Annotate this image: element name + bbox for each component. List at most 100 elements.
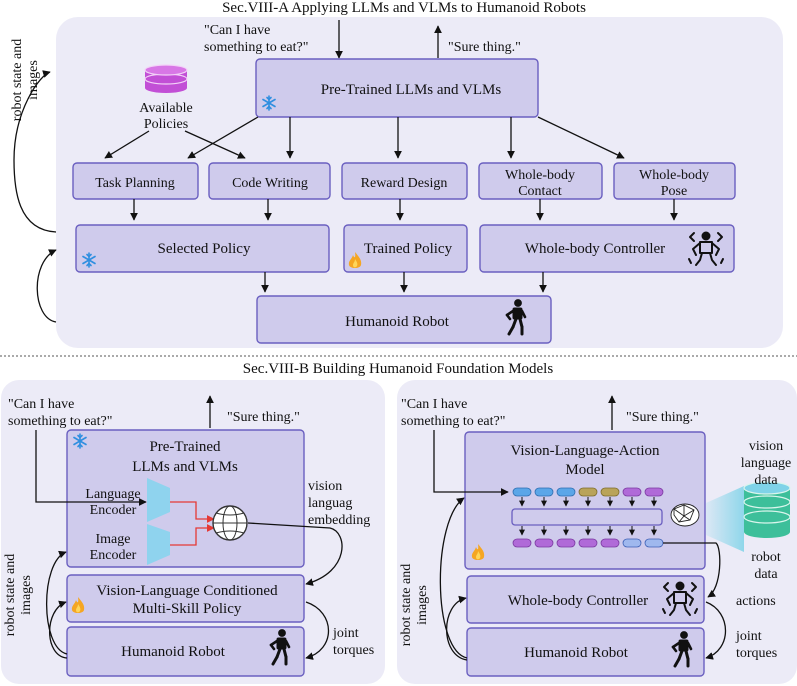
data-beam	[706, 486, 744, 552]
output-token-arrows	[519, 526, 657, 536]
svg-text:robot state and: robot state and	[10, 39, 25, 121]
bl-img-embed-line	[170, 524, 215, 546]
bl-embedding-arrow	[247, 522, 343, 586]
bl-policy-line2: Multi-Skill Policy	[133, 601, 242, 617]
selected-policy-label: Selected Policy	[158, 241, 251, 257]
wb-contact-line1: Whole-body	[505, 168, 575, 183]
a-prompt-line1: "Can I have	[204, 23, 270, 38]
trained-policy-box	[343, 224, 468, 273]
br-controller-box	[466, 575, 705, 624]
input-token-arrows	[519, 497, 657, 507]
section-b-title: Sec.VIII-B Building Humanoid Foundation …	[243, 361, 554, 377]
task-planning-box	[72, 162, 199, 200]
bl-prompt-arrow	[35, 430, 147, 506]
reward-design-label: Reward Design	[361, 176, 448, 191]
globe-icon	[212, 505, 248, 541]
available-policies-line1: Available	[139, 101, 192, 116]
bl-reply: "Sure thing."	[227, 410, 300, 425]
br-prompt-arrow	[433, 430, 509, 496]
bl-joint-line1: joint	[332, 626, 359, 641]
br-side-label: robot state and images	[399, 564, 430, 646]
selected-policy-box	[75, 224, 330, 273]
embedding-line1: vision	[308, 479, 342, 494]
bl-policy-box	[66, 574, 305, 623]
network-icon	[670, 503, 700, 527]
code-writing-box	[208, 162, 331, 200]
svg-text:robot state and: robot state and	[399, 564, 414, 646]
br-controller-label: Whole-body Controller	[508, 593, 648, 609]
a-humanoid-label: Humanoid Robot	[345, 314, 450, 330]
wb-controller-box	[479, 224, 735, 273]
data-line1: vision	[749, 439, 783, 454]
a-llm-label: Pre-Trained LLMs and VLMs	[321, 82, 502, 98]
bl-lang-embed-line	[170, 501, 215, 523]
robot-data-line2: data	[754, 567, 778, 582]
svg-text:images: images	[26, 60, 41, 100]
bl-feedback-arrow-top	[45, 550, 68, 655]
section-a-title: Sec.VIII-A Applying LLMs and VLMs to Hum…	[222, 0, 586, 16]
vla-box	[464, 431, 706, 570]
br-prompt-line1: "Can I have	[401, 397, 467, 412]
a-reply: "Sure thing."	[448, 40, 521, 55]
bl-torque-arrow	[305, 601, 329, 660]
vla-line1: Vision-Language-Action	[510, 443, 660, 459]
wb-pose-line2: Pose	[661, 184, 687, 199]
bl-prompt-line2: something to eat?"	[8, 414, 112, 429]
br-action-token-arrow	[663, 542, 721, 598]
a-prompt-line2: something to eat?"	[204, 40, 308, 55]
img-encoder-line2: Encoder	[90, 548, 137, 563]
transformer-bar	[511, 508, 663, 526]
trained-policy-label: Trained Policy	[364, 241, 453, 257]
bl-humanoid-label: Humanoid Robot	[121, 644, 226, 660]
robot-data-line1: robot	[751, 550, 781, 565]
output-tokens	[512, 538, 664, 548]
reward-design-box	[341, 162, 468, 200]
lang-encoder-line1: Language	[85, 487, 140, 502]
svg-text:images: images	[415, 585, 430, 625]
bl-joint-line2: torques	[333, 643, 374, 658]
data-line3: data	[754, 473, 778, 488]
bl-llm-line2: LLMs and VLMs	[132, 459, 238, 475]
code-writing-label: Code Writing	[232, 176, 308, 191]
a-humanoid-box	[256, 295, 552, 344]
bl-feedback-arrow-bottom	[48, 600, 68, 659]
a-feedback-arrow-top	[13, 70, 57, 233]
wb-contact-line2: Contact	[518, 184, 562, 199]
svg-text:images: images	[19, 575, 34, 615]
bl-policy-line1: Vision-Language Conditioned	[96, 583, 278, 599]
lang-encoder-shape	[147, 478, 170, 522]
br-humanoid-box	[466, 627, 705, 677]
br-humanoid-label: Humanoid Robot	[524, 645, 629, 661]
vla-line2: Model	[565, 462, 604, 478]
br-feedback-arrow-bottom	[446, 595, 468, 661]
embedding-line3: embedding	[308, 513, 370, 528]
img-encoder-line1: Image	[96, 532, 131, 547]
br-joint-line1: joint	[735, 629, 762, 644]
database-icon	[743, 481, 791, 538]
data-line2: language	[741, 456, 792, 471]
br-feedback-arrow-top	[439, 497, 468, 659]
embedding-line2: languag	[308, 496, 352, 511]
bl-side-label: robot state and images	[3, 554, 34, 636]
a-feedback-arrow-bottom	[36, 249, 57, 323]
task-planning-label: Task Planning	[95, 176, 175, 191]
bl-llm-line1: Pre-Trained	[149, 439, 221, 455]
bl-humanoid-box	[66, 626, 305, 677]
wb-pose-line1: Whole-body	[639, 168, 709, 183]
input-tokens	[512, 487, 664, 497]
a-row2-arrows	[130, 199, 678, 221]
available-policies-line2: Policies	[144, 117, 188, 132]
database-icon	[144, 64, 188, 93]
svg-text:robot state and: robot state and	[3, 554, 18, 636]
br-torque-arrow	[705, 601, 727, 660]
a-llm-arrows	[104, 116, 625, 159]
actions-label: actions	[736, 594, 776, 609]
wb-controller-label: Whole-body Controller	[525, 241, 665, 257]
a-row3-arrows	[261, 272, 547, 293]
a-llm-box	[255, 58, 539, 118]
a-side-label: robot state and images	[10, 39, 41, 121]
lang-encoder-line2: Encoder	[90, 503, 137, 518]
img-encoder-shape	[147, 524, 170, 565]
br-joint-line2: torques	[736, 646, 777, 661]
